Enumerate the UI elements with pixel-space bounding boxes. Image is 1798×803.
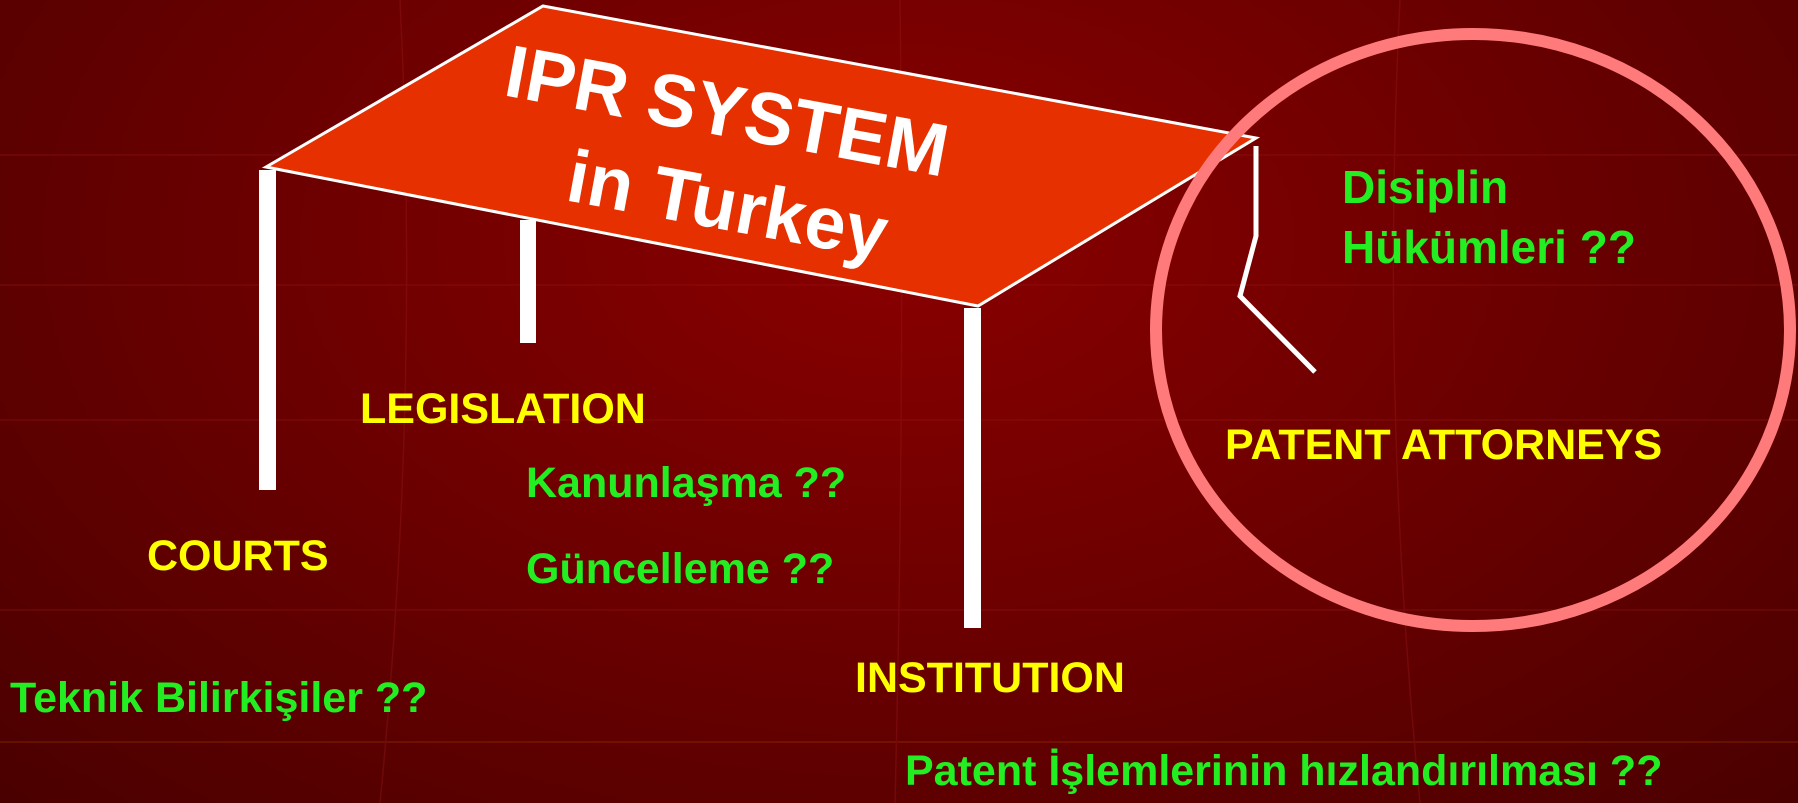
label-patent-attorneys: PATENT ATTORNEYS [1225,421,1663,469]
leg-patent-attorneys-broken [1237,146,1317,374]
issue-disiplin-line-1: Disiplin [1342,161,1509,213]
issue-kanunlasma: Kanunlaşma ?? [526,459,847,507]
leg-legislation [520,220,536,343]
label-legislation: LEGISLATION [360,385,646,433]
issue-teknik-bilirkisiler: Teknik Bilirkişiler ?? [10,674,428,722]
issue-disiplin-line-2: Hükümleri ?? [1342,220,1636,273]
label-courts: COURTS [147,532,329,580]
leg-institution [964,308,981,628]
leg-courts [259,170,276,490]
highlight-circle [1150,28,1796,632]
issue-patent-islemleri: Patent İşlemlerinin hızlandırılması ?? [905,747,1663,795]
issue-guncelleme: Güncelleme ?? [526,545,835,593]
table-top [261,4,1261,308]
issue-disiplin: Disiplin Hükümleri ?? [1342,158,1636,278]
label-institution: INSTITUTION [855,654,1125,702]
